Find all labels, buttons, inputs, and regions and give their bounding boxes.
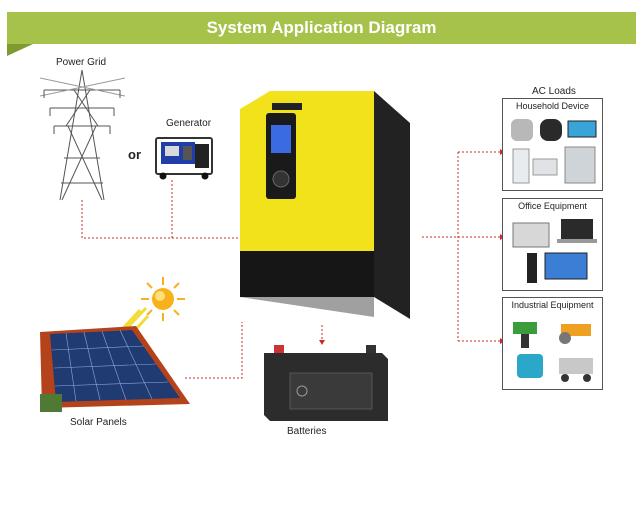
- generator-label: Generator: [166, 118, 212, 129]
- office-equipment-title: Office Equipment: [518, 201, 587, 211]
- industrial-equipment-box: Industrial Equipment: [502, 297, 603, 390]
- sun-icon: [141, 277, 185, 321]
- page-title: System Application Diagram: [206, 18, 437, 37]
- drill-icon: [513, 322, 537, 334]
- ac-loads-label: AC Loads: [532, 86, 576, 97]
- microwave-icon: [532, 158, 558, 176]
- pressure-cooker-icon: [511, 119, 533, 141]
- brand-plate: [272, 103, 302, 110]
- battery-icon: [264, 345, 388, 421]
- household-device-title: Household Device: [515, 101, 590, 111]
- household-appliances-icon: [511, 119, 597, 184]
- laptop-icon: [561, 219, 593, 239]
- batteries-label: Batteries: [287, 426, 327, 437]
- monitor-icon: [544, 252, 588, 280]
- inverter-unit: [240, 91, 410, 319]
- fridge-icon: [512, 148, 530, 184]
- motor-icon: [517, 354, 543, 378]
- grinder-icon: [561, 324, 591, 336]
- battery-arrow: [319, 340, 325, 345]
- printer-icon: [512, 222, 550, 248]
- lcd-screen: [271, 125, 291, 153]
- office-devices-icon: [512, 219, 597, 283]
- banner-fold: [7, 44, 33, 56]
- office-equipment-box: Office Equipment: [502, 198, 603, 291]
- title-banner: System Application Diagram: [7, 12, 636, 44]
- transmission-tower-icon: [40, 69, 125, 201]
- pc-tower-icon: [527, 253, 537, 283]
- compressor-icon: [559, 358, 593, 374]
- rice-cooker-icon: [540, 119, 562, 141]
- solar-panels-icon: [40, 326, 190, 412]
- industrial-equipment-title: Industrial Equipment: [511, 300, 594, 310]
- solar-panels-label: Solar Panels: [70, 417, 127, 428]
- generator-icon: [155, 137, 213, 180]
- or-label: or: [128, 147, 141, 162]
- grid-connector: [81, 200, 238, 239]
- television-icon: [567, 120, 597, 138]
- household-device-box: Household Device: [502, 98, 603, 191]
- solar-connector: [185, 322, 243, 379]
- control-knob: [272, 170, 290, 188]
- refrigerator-icon: [564, 146, 596, 184]
- industrial-tools-icon: [513, 322, 593, 382]
- power-grid-label: Power Grid: [56, 57, 107, 68]
